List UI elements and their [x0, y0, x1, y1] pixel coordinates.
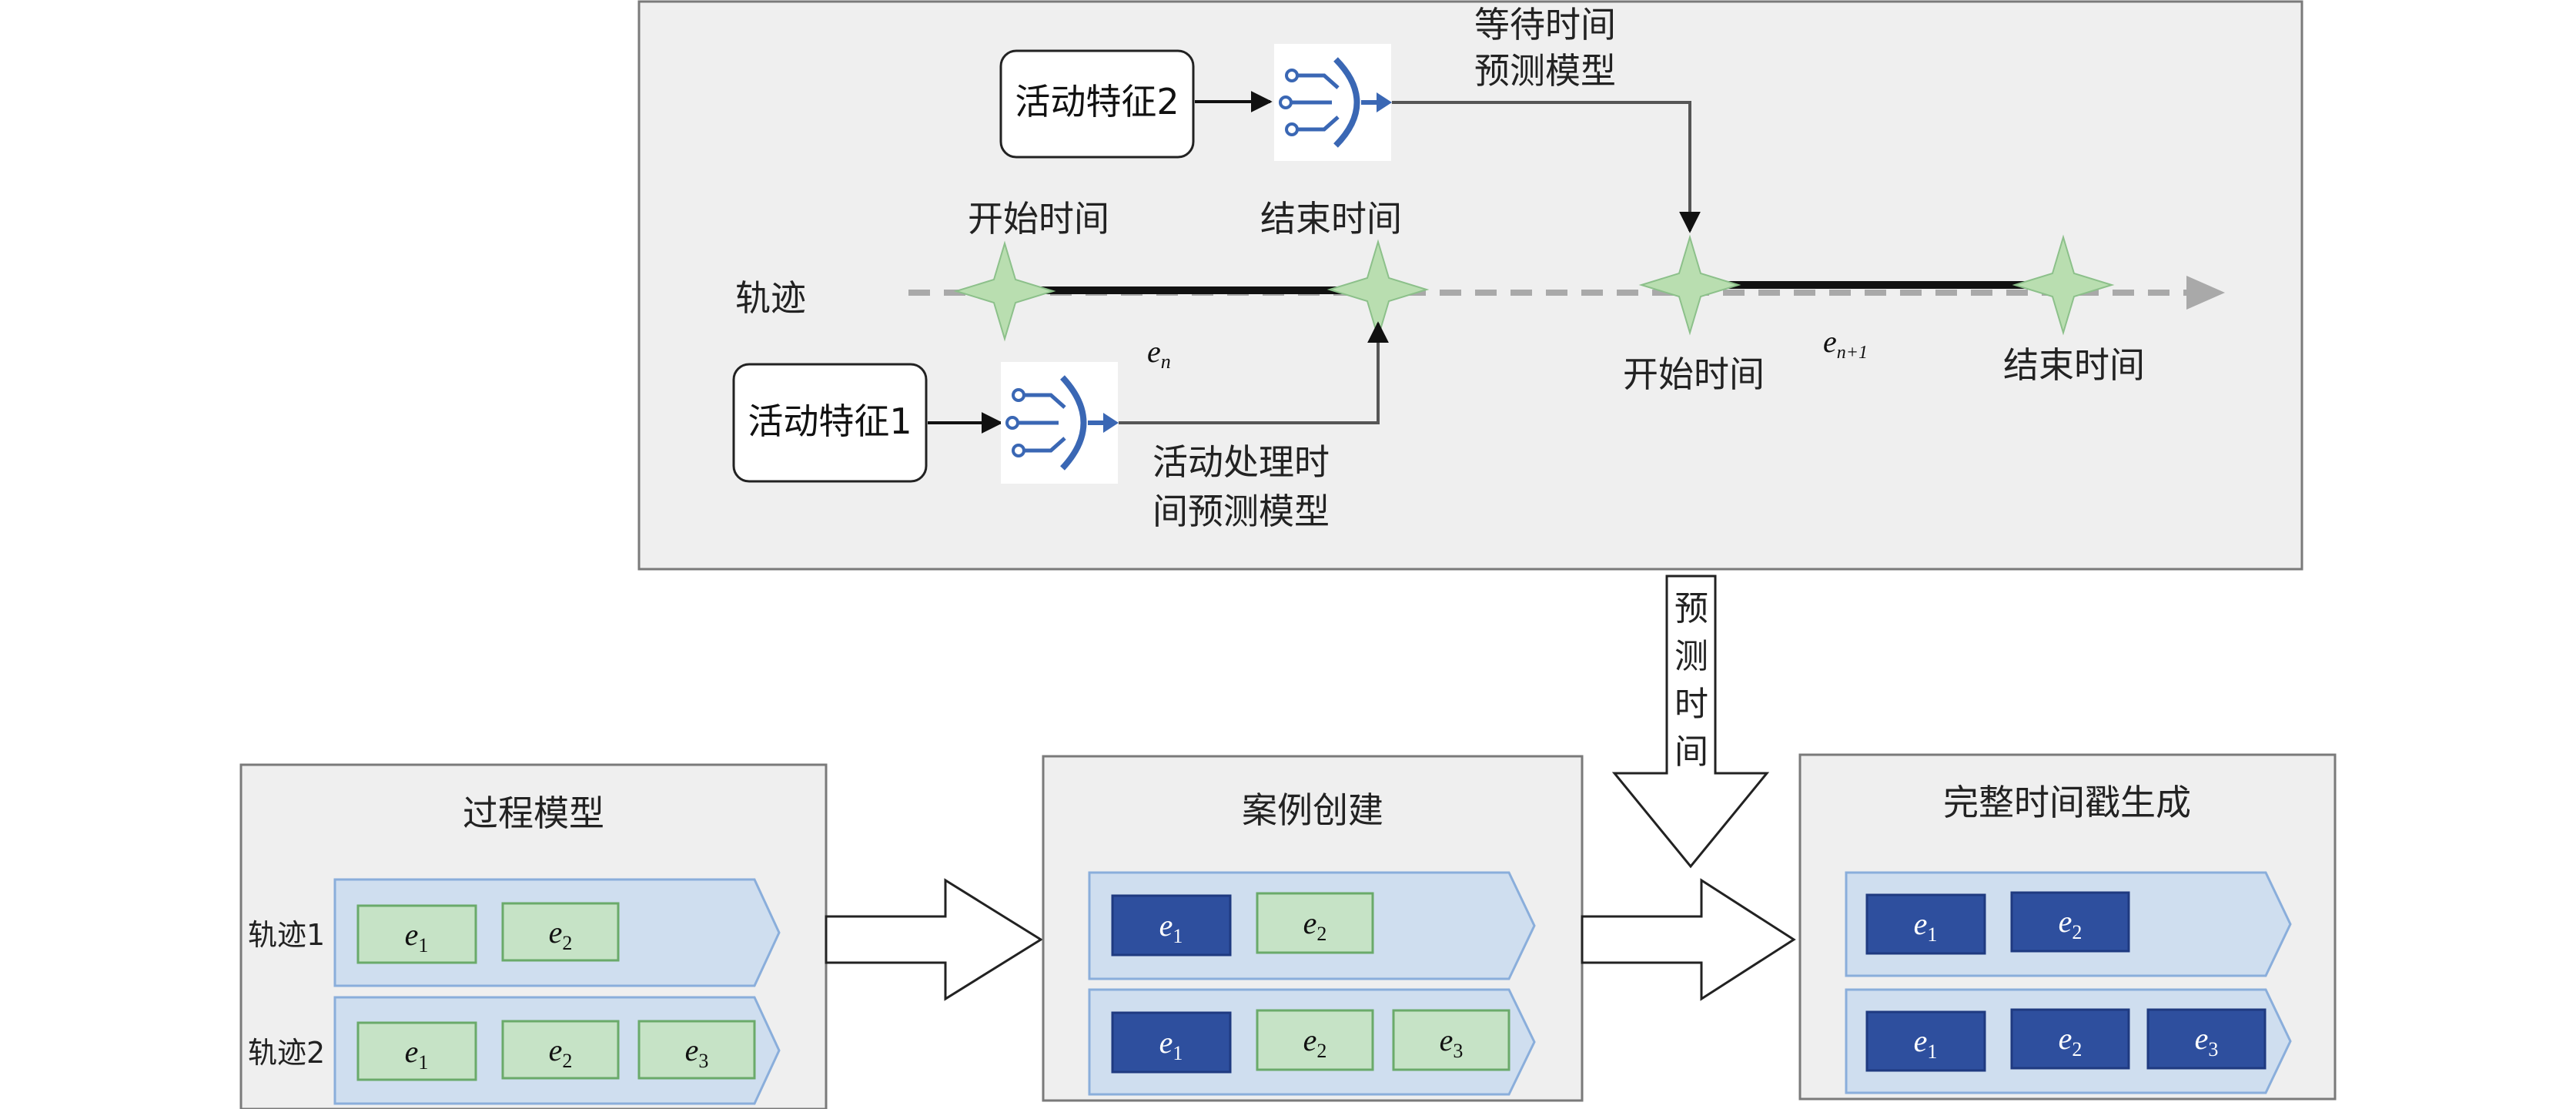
event-n1-label: en+1 — [1823, 324, 1868, 363]
svg-text:e1: e1 — [1159, 908, 1183, 947]
svg-text:e3: e3 — [1440, 1023, 1464, 1062]
svg-text:e1: e1 — [405, 1034, 429, 1074]
predict-char-2: 测 — [1674, 637, 1708, 676]
svg-text:e2: e2 — [1303, 906, 1327, 945]
activity-feature-1-label: 活动特征1 — [748, 400, 912, 442]
flow-arrow-2 — [1581, 878, 1796, 1001]
activity-feature-2-label: 活动特征2 — [1015, 81, 1179, 122]
predict-char-4: 间 — [1674, 732, 1708, 772]
case-creation-title: 案例创建 — [1242, 789, 1383, 831]
end-time-label-n: 结束时间 — [1260, 198, 1402, 240]
svg-text:e1: e1 — [405, 917, 429, 957]
activity-feature-2-box — [999, 49, 1195, 159]
wait-model-connector — [1392, 101, 1701, 233]
cc-t2-e3: e3 — [1392, 1009, 1510, 1071]
cc-t1-e2: e2 — [1256, 892, 1374, 954]
ct-t1-e1: e1 — [1865, 893, 1986, 955]
trace-arrowhead — [2186, 276, 2225, 310]
svg-text:e2: e2 — [2059, 904, 2083, 943]
svg-text:e2: e2 — [549, 915, 573, 954]
svg-text:e3: e3 — [2195, 1021, 2219, 1060]
proc-model-label-2: 间预测模型 — [1153, 491, 1330, 532]
svg-text:e1: e1 — [1914, 906, 1938, 946]
pm-t2-e3: e3 — [637, 1020, 756, 1080]
end-time-label-n1: 结束时间 — [2003, 344, 2145, 386]
cc-t2-e1: e1 — [1111, 1011, 1232, 1074]
processing-time-model-icon — [1001, 362, 1119, 484]
pm-t2-e1: e1 — [356, 1021, 477, 1081]
ct-t2-e1: e1 — [1865, 1010, 1986, 1072]
ct-t2-e2: e2 — [2010, 1008, 2130, 1070]
predict-char-3: 时 — [1674, 685, 1708, 724]
svg-text:e3: e3 — [685, 1033, 709, 1072]
complete-timestamp-title: 完整时间戳生成 — [1943, 782, 2191, 823]
start-time-label-n1: 开始时间 — [1623, 353, 1765, 395]
pm-t2-e2: e2 — [501, 1020, 620, 1080]
svg-text:e2: e2 — [549, 1033, 573, 1072]
ct-t1-e2: e2 — [2010, 891, 2130, 953]
pm-t1-e1: e1 — [356, 904, 477, 964]
trace-label: 轨迹 — [735, 277, 806, 319]
predict-time-arrow — [1611, 575, 1770, 869]
wait-model-label-1: 等待时间 — [1474, 4, 1616, 45]
wait-time-model-icon — [1274, 44, 1392, 161]
event-n-label: en — [1147, 334, 1171, 373]
proc-model-label-1: 活动处理时 — [1153, 441, 1330, 483]
pm-t1-e2: e2 — [501, 902, 620, 962]
svg-text:e1: e1 — [1159, 1025, 1183, 1064]
wait-model-label-2: 预测模型 — [1474, 50, 1616, 92]
predict-char-1: 预 — [1674, 589, 1708, 628]
start-star-n1 — [1638, 234, 1741, 336]
cc-t1-e1: e1 — [1111, 894, 1232, 957]
pm-trace1-label: 轨迹1 — [248, 918, 325, 952]
start-star-n — [953, 240, 1056, 342]
start-time-label-n: 开始时间 — [968, 198, 1109, 240]
cc-t2-e2: e2 — [1256, 1009, 1374, 1071]
flow-arrow-1 — [825, 878, 1043, 1001]
pm-trace2-label: 轨迹2 — [248, 1036, 325, 1070]
svg-text:e1: e1 — [1914, 1024, 1938, 1063]
ct-t2-e3: e3 — [2146, 1008, 2267, 1070]
activity-feature-1-box — [732, 363, 928, 483]
process-model-title: 过程模型 — [463, 792, 604, 834]
proc-model-connector — [1119, 321, 1389, 424]
svg-text:e2: e2 — [1303, 1023, 1327, 1062]
end-star-n1 — [2012, 234, 2115, 336]
svg-text:e2: e2 — [2059, 1021, 2083, 1060]
